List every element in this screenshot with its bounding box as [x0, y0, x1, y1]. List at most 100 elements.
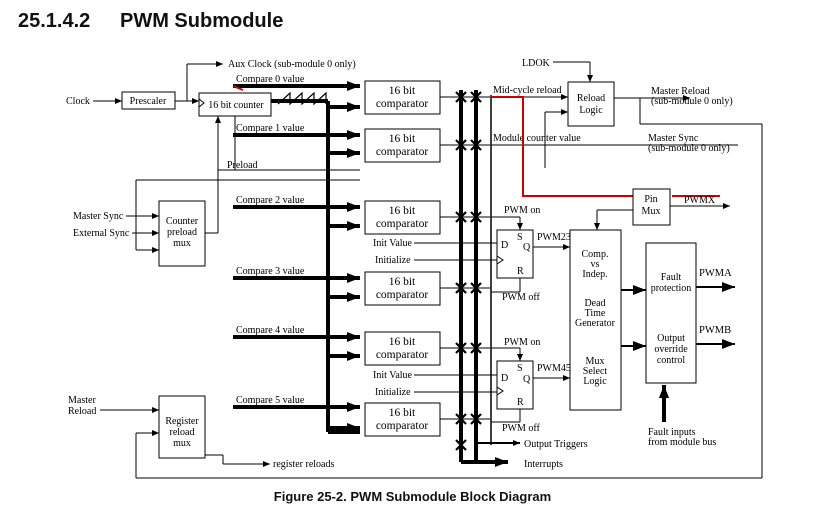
- ff-pwm45-d: D: [501, 373, 508, 384]
- pwm23-on-label: PWM on: [504, 205, 540, 216]
- ff-pwm23-s: S: [517, 232, 523, 243]
- pwm23-label: PWM23: [537, 232, 571, 243]
- comparator-1-line1: 16 bit: [389, 133, 416, 145]
- comparator-2-line1: 16 bit: [389, 205, 416, 217]
- compare2-label: Compare 2 value: [236, 195, 305, 206]
- pwm23-init-value-label: Init Value: [373, 238, 413, 249]
- compare3-label: Compare 3 value: [236, 266, 305, 277]
- master-reload-in-line2: Reload: [68, 406, 96, 417]
- output-triggers-label: Output Triggers: [524, 439, 588, 450]
- counter-preload-mux-line1: Counter: [166, 216, 199, 227]
- register-reload-mux-line3: mux: [173, 438, 191, 449]
- preload-label: Preload: [227, 160, 258, 171]
- fault-line1: Fault: [661, 272, 682, 283]
- counter-label: 16 bit counter: [208, 100, 264, 111]
- figure-caption: Figure 25-2. PWM Submodule Block Diagram: [273, 489, 552, 504]
- pwm23-off-label: PWM off: [502, 292, 541, 303]
- ff-pwm23-r: R: [517, 266, 524, 277]
- mid-cycle-reload-label: Mid-cycle reload: [493, 85, 562, 96]
- section-heading: 25.1.4.2 PWM Submodule: [18, 10, 283, 33]
- pwm45-on-label: PWM on: [504, 337, 540, 348]
- deadtime-line7: Mux: [586, 356, 605, 367]
- comparator-1-block: [364, 128, 441, 163]
- comparator-5-line1: 16 bit: [389, 407, 416, 419]
- fault-inputs-line1: Fault inputs: [648, 427, 696, 438]
- fault-line5: control: [657, 355, 686, 366]
- section-number: 25.1.4.2: [18, 10, 91, 32]
- module-counter-value-label: Module counter value: [493, 133, 581, 144]
- ff-pwm45-clock-glyph: [496, 386, 504, 396]
- pin-mux-line2: Mux: [642, 206, 661, 217]
- deadtime-line9: Logic: [583, 376, 607, 387]
- pwmx-label: PWMX: [684, 195, 716, 206]
- reload-logic-block: [567, 81, 615, 127]
- master-sync-out-line2: (sub-module 0 only): [648, 143, 730, 154]
- compare5-label: Compare 5 value: [236, 395, 305, 406]
- fault-inputs-line2: from module bus: [648, 437, 716, 448]
- ff-pwm23-d: D: [501, 240, 508, 251]
- ff-pwm23-clock-glyph: [496, 255, 504, 265]
- counter-preload-mux-line3: mux: [173, 238, 191, 249]
- ff-pwm23-q: Q: [523, 242, 531, 253]
- comparator-5-block: [364, 402, 441, 437]
- comparator-2-line2: comparator: [376, 218, 429, 230]
- bus-crossings: [455, 91, 482, 451]
- pwmb-label: PWMB: [699, 325, 731, 336]
- comparator-3-line1: 16 bit: [389, 276, 416, 288]
- counter-clock-glyph: [198, 98, 205, 108]
- pin-mux-line1: Pin: [644, 194, 657, 205]
- ff-pwm45-s: S: [517, 363, 523, 374]
- deadtime-line6: Generator: [575, 318, 616, 329]
- comparator-4-line2: comparator: [376, 349, 429, 361]
- compare1-label: Compare 1 value: [236, 123, 305, 134]
- deadtime-line8: Select: [583, 366, 608, 377]
- pwma-label: PWMA: [699, 268, 732, 279]
- compare4-label: Compare 4 value: [236, 325, 305, 336]
- comparator-4-line1: 16 bit: [389, 336, 416, 348]
- master-sync-out-line1: Master Sync: [648, 133, 699, 144]
- comparator-4-block: [364, 331, 441, 366]
- clock-label: Clock: [66, 96, 90, 107]
- ramp-waveform-icon: [277, 91, 327, 106]
- ldok-label: LDOK: [522, 58, 551, 69]
- comparator-0-line2: comparator: [376, 98, 429, 110]
- pwm45-label: PWM45: [537, 363, 571, 374]
- pwm45-init-value-label: Init Value: [373, 370, 413, 381]
- external-sync-label: External Sync: [73, 228, 130, 239]
- register-reload-mux-line1: Register: [165, 416, 199, 427]
- master-sync-in-label: Master Sync: [73, 211, 124, 222]
- fault-block: [645, 242, 697, 384]
- deadtime-line5: Time: [585, 308, 606, 319]
- prescaler-label: Prescaler: [130, 96, 167, 107]
- compare0-label: Compare 0 value: [236, 74, 305, 85]
- deadtime-line1: Comp.: [582, 249, 609, 260]
- pwm45-initialize-label: Initialize: [375, 387, 411, 398]
- interrupts-label: Interrupts: [524, 459, 563, 470]
- comparator-5-line2: comparator: [376, 420, 429, 432]
- comparator-0-line1: 16 bit: [389, 85, 416, 97]
- ff-pwm45-r: R: [517, 397, 524, 408]
- deadtime-line2: vs: [591, 259, 600, 270]
- ff-pwm23-block: [496, 229, 534, 279]
- aux-clock-label: Aux Clock (sub-module 0 only): [228, 59, 356, 70]
- deadtime-block: [569, 229, 622, 411]
- fault-line2: protection: [651, 283, 692, 294]
- highlight-path: [232, 85, 720, 197]
- ff-pwm45-q: Q: [523, 374, 531, 385]
- register-reload-mux-block: [158, 395, 206, 459]
- pwm23-initialize-label: Initialize: [375, 255, 411, 266]
- comparator-3-line2: comparator: [376, 289, 429, 301]
- deadtime-line3: Indep.: [582, 269, 607, 280]
- pin-mux-block: [632, 188, 671, 226]
- deadtime-line4: Dead: [584, 298, 605, 309]
- reload-logic-line2: Logic: [579, 105, 603, 116]
- master-reload-in-line1: Master: [68, 395, 96, 406]
- ff-pwm45-block: [496, 360, 534, 410]
- pwm45-off-label: PWM off: [502, 423, 541, 434]
- section-title: PWM Submodule: [120, 10, 284, 32]
- counter-preload-mux-line2: preload: [167, 227, 197, 238]
- fault-line4: override: [654, 344, 688, 355]
- fault-line3: Output: [657, 333, 685, 344]
- reload-logic-line1: Reload: [577, 93, 605, 104]
